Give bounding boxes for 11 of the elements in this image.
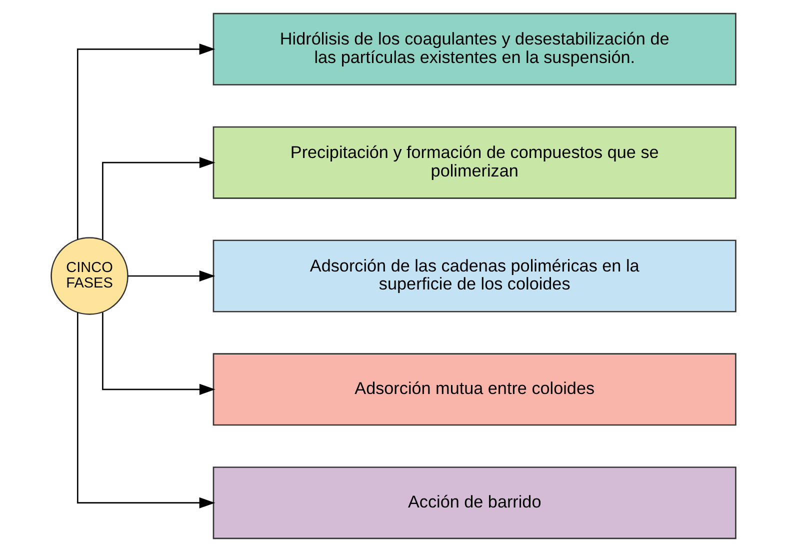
node-box: Precipitación y formación de compuestos que se polimerizan [212,126,736,199]
arrow [127,270,215,282]
node-box: Acción de barrido [212,466,736,540]
arrow [102,157,215,240]
node-box: Hidrólisis de los coagulantes y desestabilización de las partículas existentes en la suspensión. [212,12,736,86]
arrow [76,312,215,508]
arrow [76,44,215,240]
node-box: Adsorción de las cadenas poliméricas en la superficie de los coloides [212,240,736,312]
node-box: Adsorción mutua entre coloides [212,353,736,426]
arrow [102,312,215,395]
node-circle: CINCO FASES [50,237,128,315]
